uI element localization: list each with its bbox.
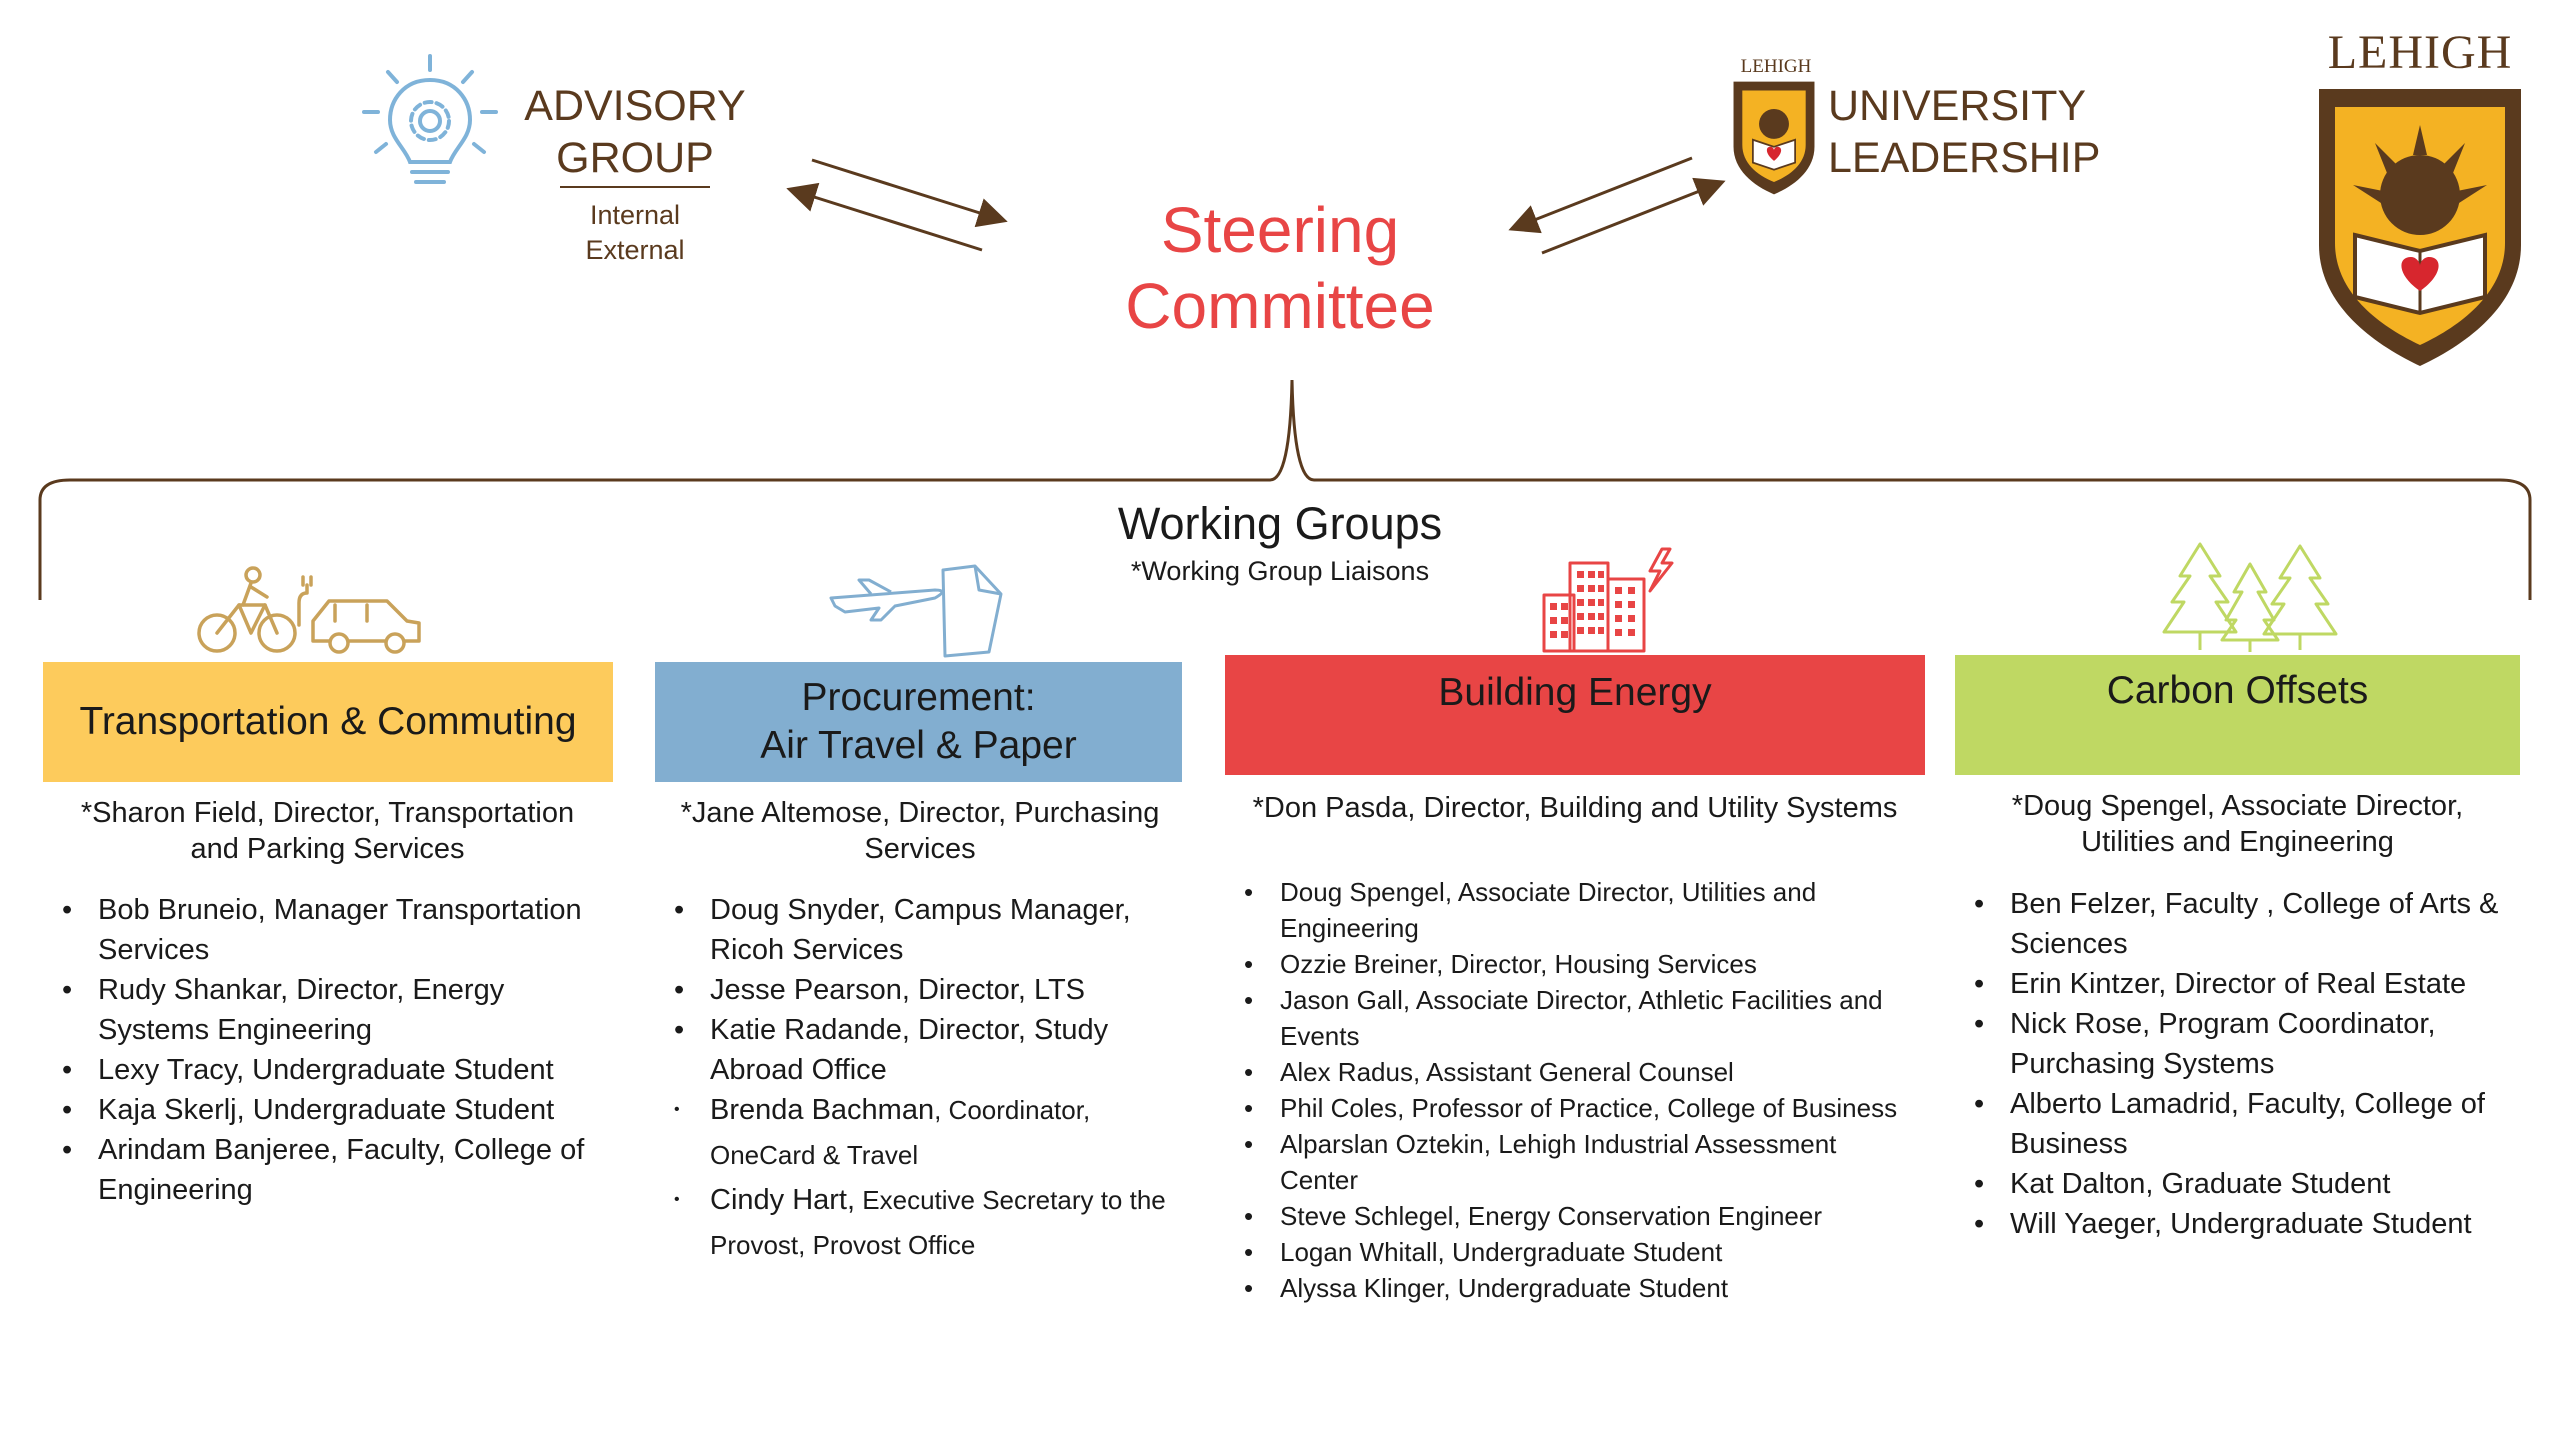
member-item: Will Yaeger, Undergraduate Student xyxy=(1960,1204,2520,1244)
member-item: Logan Whitall, Undergraduate Student xyxy=(1230,1234,1920,1270)
member-item: Rudy Shankar, Director, Energy Systems E… xyxy=(48,970,618,1050)
advisory-external: External xyxy=(585,235,685,265)
member-item: Cindy Hart, Executive Secretary to the P… xyxy=(660,1180,1180,1270)
group-procurement-header: Procurement: Air Travel & Paper xyxy=(655,662,1182,782)
steering-line1: Steering xyxy=(1160,194,1400,266)
member-item: Alparslan Oztekin, Lehigh Industrial Ass… xyxy=(1230,1126,1920,1198)
advisory-group-title: ADVISORY GROUP xyxy=(510,80,760,184)
member-item: Erin Kintzer, Director of Real Estate xyxy=(1960,964,2520,1004)
advisory-subtitle: Internal External xyxy=(510,198,760,268)
group-transportation-members: Bob Bruneio, Manager Transportation Serv… xyxy=(48,890,618,1210)
bike-car-icon xyxy=(197,566,421,654)
leadership-line2: LEADERSHIP xyxy=(1828,134,2101,182)
member-item: Alex Radus, Assistant General Counsel xyxy=(1230,1054,1920,1090)
advisory-internal: Internal xyxy=(589,200,681,230)
member-item: Doug Snyder, Campus Manager, Ricoh Servi… xyxy=(660,890,1180,970)
member-item: Ozzie Breiner, Director, Housing Service… xyxy=(1230,946,1920,982)
group-procurement-members: Doug Snyder, Campus Manager, Ricoh Servi… xyxy=(660,890,1180,1270)
steering-line2: Committee xyxy=(1125,270,1435,342)
group-energy-members: Doug Spengel, Associate Director, Utilit… xyxy=(1230,874,1920,1306)
leadership-steering-arrows xyxy=(1508,156,1726,255)
member-item: Phil Coles, Professor of Practice, Colle… xyxy=(1230,1090,1920,1126)
member-item: Bob Bruneio, Manager Transportation Serv… xyxy=(48,890,618,970)
member-item: Nick Rose, Program Coordinator, Purchasi… xyxy=(1960,1004,2520,1084)
lehigh-shield-icon xyxy=(2319,89,2521,366)
plane-paper-icon xyxy=(829,564,1003,658)
liaison-name: *Doug Spengel xyxy=(2011,790,2207,822)
group-title-line1: Procurement: xyxy=(801,676,1036,719)
group-offsets-members: Ben Felzer, Faculty , College of Arts & … xyxy=(1960,884,2520,1244)
group-title-line2: Air Travel & Paper xyxy=(760,724,1077,767)
group-energy-header: Building Energy xyxy=(1225,655,1925,775)
working-groups-title: Working Groups xyxy=(1117,498,1443,549)
university-leadership-title: UNIVERSITY LEADERSHIP xyxy=(1828,80,2128,184)
advisory-line1: ADVISORY xyxy=(524,82,746,130)
member-item: Lexy Tracy, Undergraduate Student xyxy=(48,1050,618,1090)
group-offsets-header: Carbon Offsets xyxy=(1955,655,2520,775)
liaison-name: *Jane Altemose xyxy=(680,797,883,829)
working-groups-brace xyxy=(38,379,2532,600)
member-item: Doug Spengel, Associate Director, Utilit… xyxy=(1230,874,1920,946)
working-groups-subtitle: *Working Group Liaisons xyxy=(1130,556,1430,586)
group-title: Building Energy xyxy=(1438,671,1712,714)
group-transportation-header: Transportation & Commuting xyxy=(43,662,613,782)
lehigh-wordmark: LEHIGH xyxy=(2327,26,2513,79)
advisory-steering-arrows xyxy=(786,158,1008,252)
member-item: Kaja Skerlj, Undergraduate Student xyxy=(48,1090,618,1130)
member-item: Alyssa Klinger, Undergraduate Student xyxy=(1230,1270,1920,1306)
member-item: Jason Gall, Associate Director, Athletic… xyxy=(1230,982,1920,1054)
liaison-role: , Director, Transportation and Parking S… xyxy=(190,797,575,865)
advisory-line2: GROUP xyxy=(556,134,714,182)
liaison-name: *Sharon Field xyxy=(80,797,257,829)
member-item: Brenda Bachman, Coordinator, OneCard & T… xyxy=(660,1090,1180,1180)
member-item: Jesse Pearson, Director, LTS xyxy=(660,970,1180,1010)
member-item: Alberto Lamadrid, Faculty, College of Bu… xyxy=(1960,1084,2520,1164)
group-title: Transportation & Commuting xyxy=(79,700,577,743)
trees-icon xyxy=(2162,542,2338,652)
divider xyxy=(560,186,710,188)
liaison-role: , Director, Purchasing Services xyxy=(864,797,1160,865)
liaison-role: , Associate Director, Utilities and Engi… xyxy=(2081,790,2464,858)
group-energy-liaison: *Don Pasda, Director, Building and Utili… xyxy=(1225,790,1925,826)
lightbulb-gear-icon xyxy=(362,54,498,184)
leadership-line1: UNIVERSITY xyxy=(1828,82,2087,130)
member-item: Steve Schlegel, Energy Conservation Engi… xyxy=(1230,1198,1920,1234)
member-item: Arindam Banjeree, Faculty, College of En… xyxy=(48,1130,618,1210)
group-transportation-liaison: *Sharon Field, Director, Transportation … xyxy=(55,795,600,867)
liaison-role: , Director, Building and Utility Systems xyxy=(1407,792,1898,824)
group-title: Carbon Offsets xyxy=(2106,669,2369,712)
group-offsets-liaison: *Doug Spengel, Associate Director, Utili… xyxy=(1975,788,2500,860)
liaison-name: *Don Pasda xyxy=(1252,792,1408,824)
steering-committee-title: Steering Committee xyxy=(1030,192,1530,344)
lehigh-small-shield-icon xyxy=(1733,81,1815,195)
member-item: Katie Radande, Director, Study Abroad Of… xyxy=(660,1010,1180,1090)
group-procurement-liaison: *Jane Altemose, Director, Purchasing Ser… xyxy=(660,795,1180,867)
buildings-bolt-icon xyxy=(1542,547,1674,653)
lehigh-small-wordmark: LEHIGH xyxy=(1740,56,1812,77)
member-item: Ben Felzer, Faculty , College of Arts & … xyxy=(1960,884,2520,964)
member-item: Kat Dalton, Graduate Student xyxy=(1960,1164,2520,1204)
